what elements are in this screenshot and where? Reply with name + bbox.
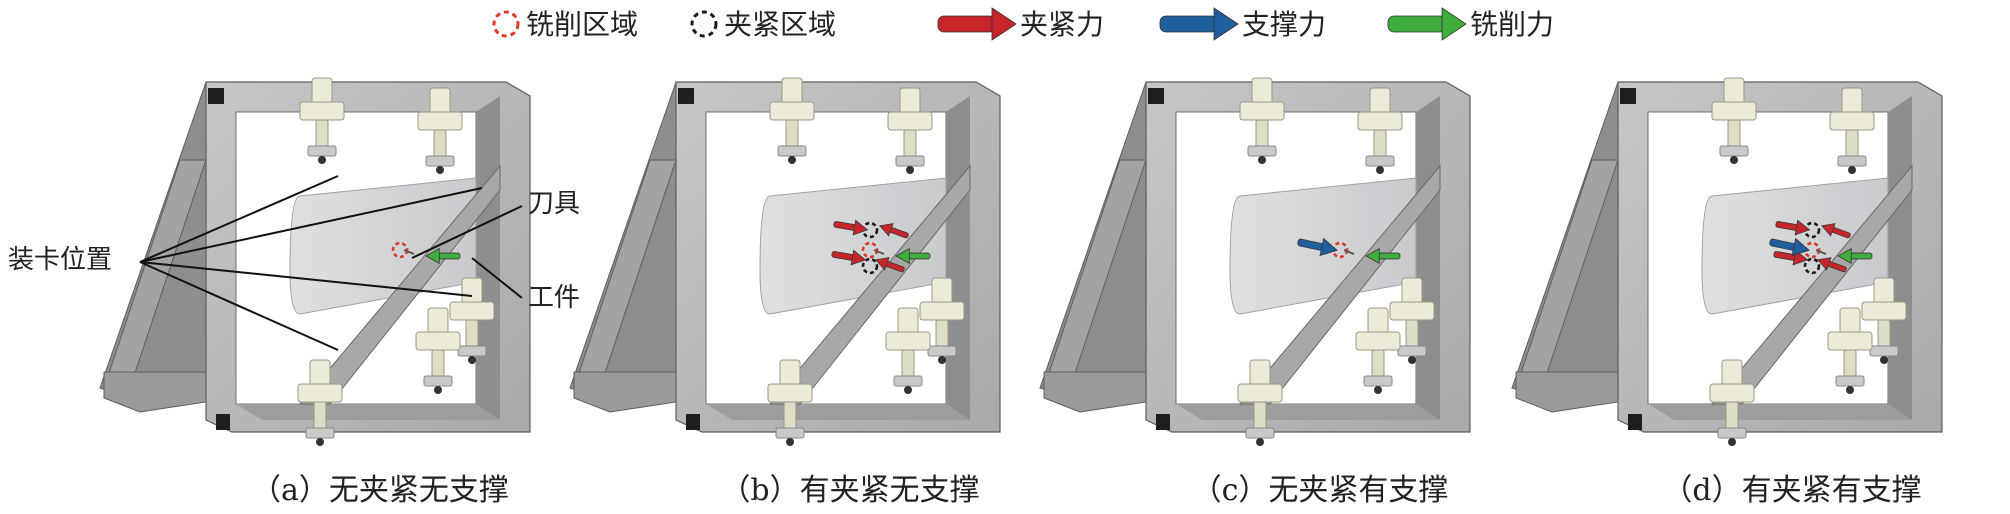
frame-corner (208, 88, 224, 104)
frame-bevel (1888, 96, 1912, 420)
legend-item: 夹紧力 (937, 7, 1104, 41)
frame-bevel (1176, 404, 1440, 420)
clamping-force-arrow (1817, 257, 1847, 273)
panel: （c）无夹紧有支撑 (1039, 77, 1471, 508)
milling-zone-marker (861, 241, 879, 259)
frame-bevel (1648, 404, 1912, 420)
milling-force-arrow (425, 247, 461, 265)
frame-corner (686, 414, 700, 430)
fixture-clamp (1355, 307, 1401, 394)
fixture-clamp (1827, 307, 1873, 394)
panels: （a）无夹紧无支撑 （b）有夹紧无支撑 （c）无夹紧有支撑 （d）有夹紧有支撑 (99, 77, 1943, 508)
legend-item: 铣削力 (1387, 7, 1554, 41)
panel-caption: （a）无夹紧无支撑 (251, 473, 509, 508)
fixture-clamp (919, 277, 965, 364)
frame-corner (216, 414, 230, 430)
clamping-zone-icon (690, 10, 718, 38)
fixture-clamp (1829, 87, 1875, 174)
legend-label: 铣削力 (1470, 8, 1554, 41)
panel: （a）无夹紧无支撑 (99, 77, 531, 508)
tool-label: 刀具 (528, 189, 580, 219)
leader-line (139, 261, 339, 351)
milling-force-icon (1387, 7, 1467, 41)
fixture-clamp (415, 307, 461, 394)
clamping-force-arrow (833, 219, 869, 236)
fixture-clamp (297, 359, 343, 446)
cutting-tool (1815, 249, 1827, 255)
panel-caption: （b）有夹紧无支撑 (720, 473, 979, 508)
clamping-force-arrow (1821, 223, 1851, 239)
workpiece (289, 177, 477, 315)
leader-line (411, 205, 523, 259)
legend-item: 铣削区域 (492, 8, 638, 41)
cutting-tool (1343, 249, 1355, 255)
fixture-clamp (1709, 359, 1755, 446)
fixture-clamp (1357, 87, 1403, 174)
frame-bevel (1416, 96, 1440, 420)
leader-line (139, 187, 483, 263)
clamping-zone-marker (1803, 257, 1821, 275)
frame-corner (1156, 414, 1170, 430)
legend-label: 夹紧力 (1020, 8, 1104, 41)
frame-corner (678, 88, 694, 104)
milling-force-arrow (895, 247, 931, 265)
frame-corner (1620, 88, 1636, 104)
fixture-clamp (1237, 359, 1283, 446)
cutting-tool (403, 249, 415, 255)
leader-line (139, 261, 473, 297)
legend-item: 夹紧区域 (690, 8, 836, 41)
panel: （d）有夹紧有支撑 (1511, 77, 1943, 508)
clamping-force-arrow (879, 223, 909, 239)
frame-bevel (476, 96, 500, 420)
mount-position-label: 装卡位置 (8, 245, 112, 275)
fixture-clamp (769, 77, 815, 164)
fixture-clamp (299, 77, 345, 164)
clamping-force-icon (937, 7, 1017, 41)
support-force-arrow (1769, 237, 1810, 257)
annotations: 装卡位置 刀具 工件 (8, 175, 580, 351)
panel: （b）有夹紧无支撑 (569, 77, 1001, 508)
legend-label: 铣削区域 (526, 8, 638, 41)
milling-zone-icon (492, 10, 520, 38)
panel-caption: （d）有夹紧有支撑 (1662, 473, 1921, 508)
milling-force-arrow (1365, 247, 1401, 265)
cutting-tool (873, 249, 885, 255)
leader-line (471, 257, 523, 299)
milling-zone-marker (391, 241, 409, 259)
clamping-zone-marker (861, 257, 879, 275)
fixture-clamp (1711, 77, 1757, 164)
fixture-clamp (449, 277, 495, 364)
frame-bevel (236, 404, 500, 420)
fixture-clamp (1389, 277, 1435, 364)
workpiece (759, 177, 947, 315)
workpiece-label: 工件 (528, 283, 580, 313)
fixture-clamp (1239, 77, 1285, 164)
legend-label: 夹紧区域 (724, 8, 836, 41)
fixture-clamp (1861, 277, 1907, 364)
clamping-force-arrow (875, 257, 905, 273)
clamping-force-arrow (831, 249, 867, 266)
frame-bevel (946, 96, 970, 420)
legend: 铣削区域 夹紧区域 夹紧力 支撑力 铣削力 (492, 7, 1554, 41)
legend-item: 支撑力 (1159, 7, 1326, 41)
panel-caption: （c）无夹紧有支撑 (1192, 473, 1449, 508)
fixture-clamp (887, 87, 933, 174)
frame-corner (1628, 414, 1642, 430)
fixture-clamp (767, 359, 813, 446)
clamping-force-arrow (1775, 219, 1811, 236)
frame-bevel (706, 404, 970, 420)
milling-force-arrow (1837, 247, 1873, 265)
fixture-clamp (417, 87, 463, 174)
frame-corner (1148, 88, 1164, 104)
fixture-clamp (885, 307, 931, 394)
support-force-arrow (1297, 237, 1338, 257)
legend-label: 支撑力 (1242, 8, 1326, 41)
leader-line (139, 175, 339, 263)
leader-lines (139, 175, 523, 351)
support-force-icon (1159, 7, 1239, 41)
